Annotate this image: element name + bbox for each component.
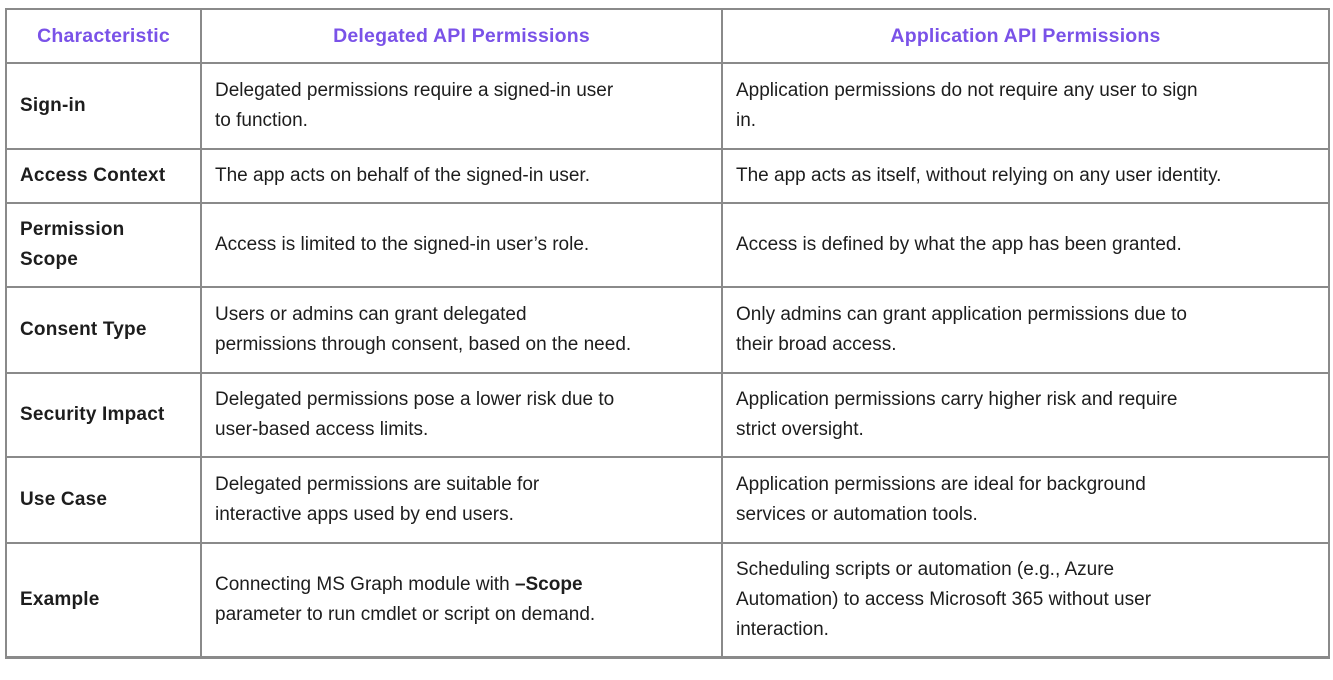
header-delegated-permissions: Delegated API Permissions [200,8,723,64]
row-label-access-context: Access Context [5,148,202,204]
example-delegated-scope-param: –Scope [514,573,583,595]
row-access-context: Access Context The app acts on behalf of… [5,148,1330,204]
header-row: Characteristic Delegated API Permissions… [5,8,1330,64]
row-use-case: Use Case Delegated permissions are suita… [5,456,1330,544]
cell-example-delegated: Connecting MS Graph module with –Scope p… [200,542,723,658]
comparison-table: Characteristic Delegated API Permissions… [5,8,1330,659]
row-label-permission-scope: Permission Scope [5,202,202,288]
cell-use-case-delegated: Delegated permissions are suitable for i… [200,456,723,544]
cell-sign-in-delegated: Delegated permissions require a signed-i… [200,62,723,150]
cell-example-application: Scheduling scripts or automation (e.g., … [721,542,1330,658]
cell-access-context-delegated: The app acts on behalf of the signed-in … [200,148,723,204]
header-characteristic: Characteristic [5,8,202,64]
row-label-security-impact: Security Impact [5,372,202,458]
row-label-consent-type: Consent Type [5,286,202,374]
example-delegated-prefix: Connecting MS Graph module with [215,573,515,595]
example-delegated-suffix: parameter to run cmdlet or script on dem… [215,603,596,625]
row-security-impact: Security Impact Delegated permissions po… [5,372,1330,458]
row-label-example: Example [5,542,202,658]
cell-consent-type-delegated: Users or admins can grant delegated perm… [200,286,723,374]
row-permission-scope: Permission Scope Access is limited to th… [5,202,1330,288]
row-label-sign-in: Sign-in [5,62,202,150]
cell-sign-in-application: Application permissions do not require a… [721,62,1330,150]
cell-access-context-application: The app acts as itself, without relying … [721,148,1330,204]
cell-use-case-application: Application permissions are ideal for ba… [721,456,1330,544]
cell-security-impact-delegated: Delegated permissions pose a lower risk … [200,372,723,458]
cell-security-impact-application: Application permissions carry higher ris… [721,372,1330,458]
cell-permission-scope-delegated: Access is limited to the signed-in user’… [200,202,723,288]
row-sign-in: Sign-in Delegated permissions require a … [5,62,1330,150]
header-application-permissions: Application API Permissions [721,8,1330,64]
cell-consent-type-application: Only admins can grant application permis… [721,286,1330,374]
cell-permission-scope-application: Access is defined by what the app has be… [721,202,1330,288]
row-label-use-case: Use Case [5,456,202,544]
row-example: Example Connecting MS Graph module with … [5,542,1330,658]
row-consent-type: Consent Type Users or admins can grant d… [5,286,1330,374]
